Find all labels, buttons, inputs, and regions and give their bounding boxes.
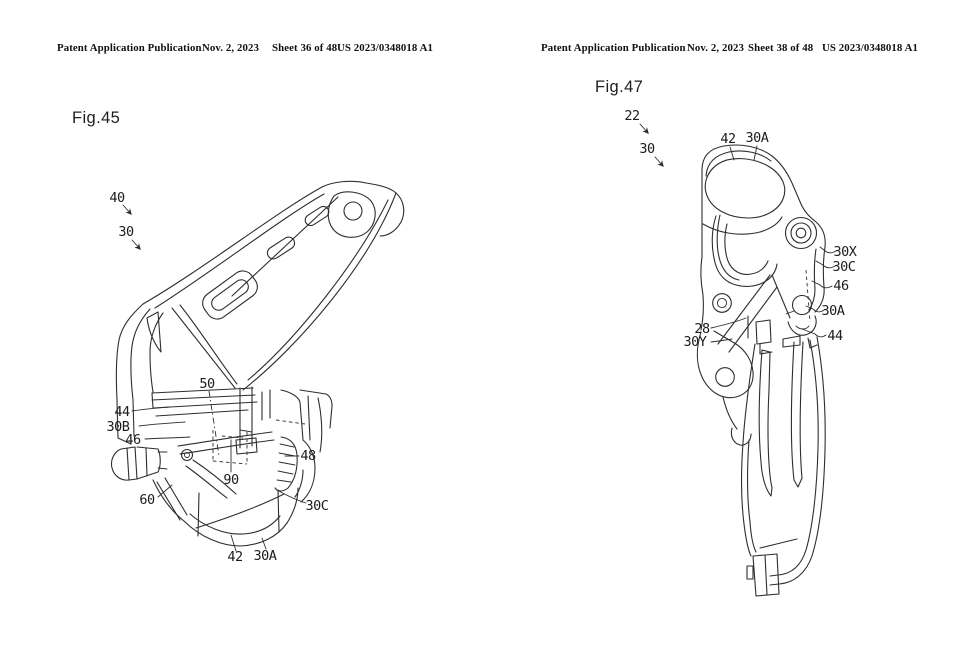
ref-label-40: 40 xyxy=(109,190,125,206)
ref-label-22: 22 xyxy=(624,108,640,124)
ref-label-60: 60 xyxy=(139,492,155,508)
header-date-right: Nov. 2, 2023 xyxy=(687,42,744,54)
ref-label-48: 48 xyxy=(300,448,316,464)
ref-label-42: 42 xyxy=(227,549,243,565)
ref-label-30: 30 xyxy=(118,224,134,240)
ref-label-30-r: 30 xyxy=(639,141,655,157)
ref-label-44: 44 xyxy=(114,404,130,420)
header-publication-left: Patent Application Publication xyxy=(57,42,202,54)
ref-label-28: 28 xyxy=(694,321,710,337)
ref-label-30A: 30A xyxy=(253,548,277,564)
fig47-leader-lines xyxy=(639,123,837,343)
ref-label-90: 90 xyxy=(223,472,239,488)
figure-label-fig47: Fig.47 xyxy=(595,78,644,96)
ref-label-50: 50 xyxy=(199,376,215,392)
ref-label-30B: 30B xyxy=(106,419,130,435)
ref-label-30X: 30X xyxy=(833,244,857,260)
fig45-derailleur-drawing xyxy=(110,180,405,547)
ref-label-30A-mid: 30A xyxy=(821,303,845,319)
header-date-left: Nov. 2, 2023 xyxy=(202,42,259,54)
ref-label-30A-top: 30A xyxy=(745,130,769,146)
header-publication-right: Patent Application Publication xyxy=(541,42,686,54)
header-patent-number-right: US 2023/0348018 A1 xyxy=(822,42,918,54)
figure-label-fig45: Fig.45 xyxy=(72,109,121,127)
ref-label-30C: 30C xyxy=(305,498,329,514)
header-sheet-left: Sheet 36 of 48 xyxy=(272,42,338,54)
header-patent-number-left: US 2023/0348018 A1 xyxy=(337,42,433,54)
ref-label-46-r: 46 xyxy=(833,278,849,294)
ref-label-30C-r: 30C xyxy=(832,259,856,275)
ref-label-46: 46 xyxy=(125,432,141,448)
ref-label-30Y: 30Y xyxy=(683,334,707,350)
ref-label-44-r: 44 xyxy=(827,328,843,344)
ref-label-42-r: 42 xyxy=(720,131,736,147)
fig47-derailleur-drawing xyxy=(696,144,826,597)
header-sheet-right: Sheet 38 of 48 xyxy=(748,42,814,54)
